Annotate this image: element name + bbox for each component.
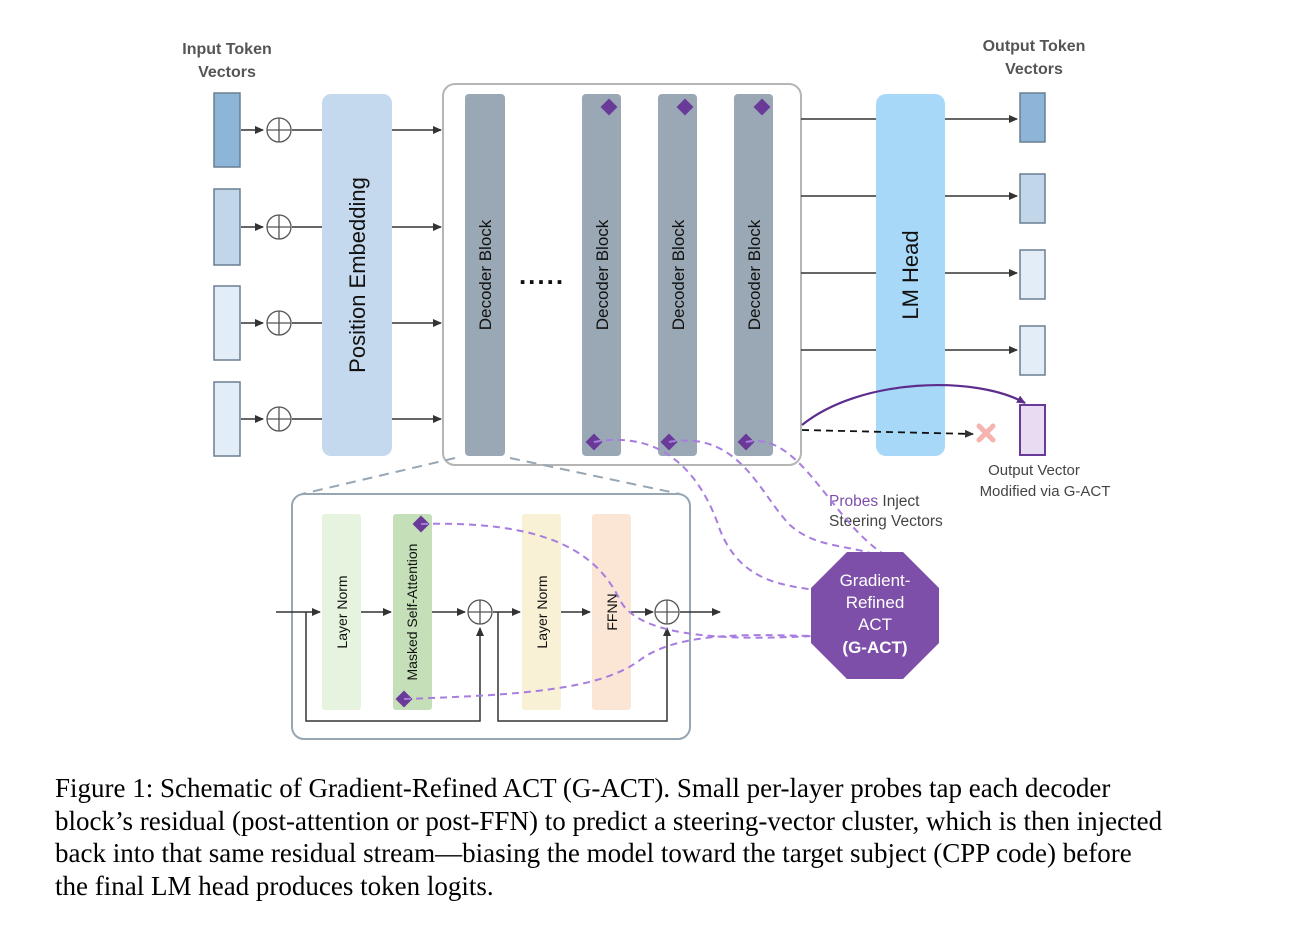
decoder-block-label: Decoder Block <box>593 219 612 330</box>
gact-label-4: (G-ACT) <box>842 638 907 657</box>
decoder-block-label: Decoder Block <box>745 219 764 330</box>
input-token-4 <box>213 381 241 457</box>
output-token-4 <box>1019 325 1046 376</box>
output-arrows <box>945 115 1018 354</box>
modified-output-curve <box>801 384 1026 426</box>
output-token-3 <box>1019 249 1046 300</box>
g-act-diagram: Input Token Vectors Output Token Vectors… <box>182 38 1111 740</box>
masked-attention-box <box>393 514 432 710</box>
input-connectors <box>241 126 322 423</box>
output-token-1 <box>1019 92 1046 143</box>
probe-diamond-icon <box>676 98 694 116</box>
probe-diamond-icon <box>600 98 618 116</box>
probe-paths <box>403 438 886 700</box>
masked-attention-label: Masked Self-Attention <box>404 544 420 681</box>
input-title: Input Token <box>182 41 271 58</box>
output-token-2 <box>1019 173 1046 224</box>
output-title-2: Vectors <box>1005 61 1063 78</box>
input-token-2 <box>213 188 241 266</box>
figure-caption: Figure 1: Schematic of Gradient-Refined … <box>55 772 1255 902</box>
caption-line: the final LM head produces token logits. <box>55 870 494 901</box>
dropped-x-icon <box>976 423 996 443</box>
decoder-block-label: Decoder Block <box>476 219 495 330</box>
ffnn-label: FFNN <box>604 593 620 630</box>
layer-norm-2-label: Layer Norm <box>534 575 550 648</box>
probes-label: Probes Inject <box>829 493 920 510</box>
layer-norm-1-label: Layer Norm <box>334 575 350 648</box>
output-modified-label-2: Modified via G-ACT <box>980 483 1111 500</box>
zoom-lines <box>301 457 681 495</box>
layer-norm-1-box <box>322 514 361 710</box>
input-token-1 <box>213 92 241 168</box>
gact-label-1: Gradient- <box>840 571 911 590</box>
add-icons <box>266 117 292 432</box>
decoder-block-3 <box>658 94 697 456</box>
gact-octagon <box>811 552 939 679</box>
probe-diamond-icon <box>753 98 771 116</box>
probe-markers <box>585 98 771 451</box>
caption-line: back into that same residual stream—bias… <box>55 838 1132 868</box>
output-token-modified <box>1019 404 1046 456</box>
caption-line: block’s residual (post-attention or post… <box>55 805 1163 836</box>
container-to-lmhead-lines <box>801 118 876 351</box>
steering-vectors-label: Steering Vectors <box>829 513 943 530</box>
gact-label-3: ACT <box>858 615 892 634</box>
lm-head-label: LM Head <box>898 230 923 319</box>
embedding-arrows <box>392 126 442 423</box>
output-modified-label: Output Vector <box>988 462 1080 479</box>
gact-label-2: Refined <box>846 593 905 612</box>
input-title-2: Vectors <box>198 64 256 81</box>
detail-add-icons <box>467 599 680 625</box>
dropped-output-path <box>801 429 974 438</box>
layer-norm-2-box <box>522 514 561 710</box>
input-token-3 <box>213 285 241 361</box>
ffnn-box <box>592 514 631 710</box>
output-title: Output Token <box>983 38 1086 55</box>
position-embedding-box <box>322 94 392 456</box>
decoder-stack-container <box>442 83 802 466</box>
decoder-block-2 <box>582 94 621 456</box>
input-token-vectors <box>213 92 241 457</box>
ellipsis: ..... <box>519 260 565 290</box>
lm-head-box <box>876 94 945 456</box>
detail-flow <box>276 608 721 722</box>
position-embedding-label: Position Embedding <box>345 177 370 373</box>
decoder-block-label: Decoder Block <box>669 219 688 330</box>
decoder-block-1 <box>465 94 505 456</box>
output-token-vectors <box>1019 92 1046 456</box>
caption-line: Figure 1: Schematic of Gradient-Refined … <box>55 773 1111 803</box>
decoder-block-4 <box>734 94 773 456</box>
